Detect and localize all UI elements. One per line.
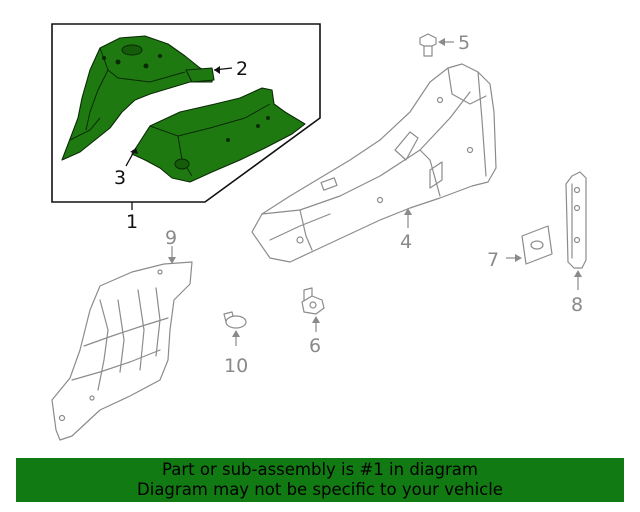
callout-8: 8 (571, 294, 583, 316)
callout-4: 4 (400, 231, 412, 253)
part-4-side-member[interactable] (251, 63, 497, 263)
callout-9: 9 (165, 227, 177, 249)
part-8-bracket[interactable] (565, 171, 587, 269)
assembly-box (51, 23, 321, 203)
banner-line-1: Part or sub-assembly is #1 in diagram (162, 460, 478, 479)
disclaimer-banner: Part or sub-assembly is #1 in diagram Di… (16, 458, 624, 502)
part-10-clip[interactable] (223, 311, 247, 329)
part-2-shock-tower[interactable] (61, 35, 215, 161)
callout-10: 10 (224, 355, 248, 377)
banner-line-2: Diagram may not be specific to your vehi… (137, 480, 503, 499)
part-6-bolt[interactable] (301, 287, 325, 315)
callout-3: 3 (114, 167, 126, 189)
part-5-bolt[interactable] (419, 33, 437, 57)
part-7-bracket[interactable] (521, 225, 553, 265)
parts-diagram: 2 3 1 4 5 6 (51, 23, 587, 441)
callout-1: 1 (126, 211, 138, 233)
callout-2: 2 (236, 58, 248, 80)
callout-6: 6 (309, 335, 321, 357)
callout-7: 7 (487, 249, 499, 271)
part-9-splash-shield[interactable] (51, 261, 193, 441)
callout-5: 5 (458, 32, 470, 54)
part-3-lower-apron[interactable] (131, 87, 306, 183)
